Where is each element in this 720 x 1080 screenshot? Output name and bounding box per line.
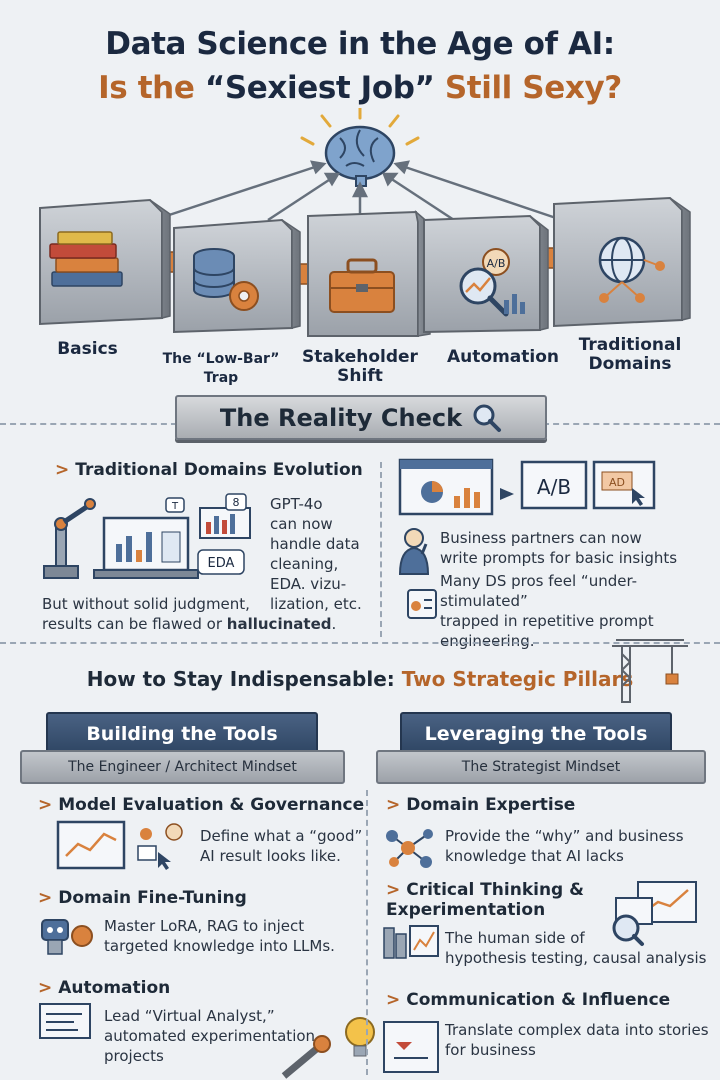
arrow-right-icon — [500, 488, 514, 500]
block-label-low-bar: The “Low-Bar” Trap — [162, 351, 280, 386]
eight-chat-icon — [225, 493, 247, 511]
stone-blocks-row: A/B — [39, 196, 691, 337]
fine-tuning-robot-icon — [41, 919, 93, 955]
pillars-heading-a: How to Stay Indispensable: — [86, 667, 402, 691]
fine-tuning-text: Master LoRA, RAG to inject targeted know… — [104, 917, 335, 955]
database-gear-icon — [193, 248, 259, 311]
pros-text: Many DS pros feel “under-stimulated” tra… — [440, 572, 654, 650]
heading-caret: > — [386, 990, 401, 1010]
engineer-mindset-label: The Engineer / Architect Mindset — [20, 750, 345, 784]
network-nodes-icon — [386, 829, 433, 868]
stakeholder-illustration: A/B AD — [398, 458, 656, 619]
block-label-traditional: Traditional Domains — [578, 335, 682, 374]
brain-rays — [300, 108, 420, 146]
communication-heading-text: Communication & Influence — [406, 990, 671, 1010]
automation-heading: >Automation — [38, 978, 170, 998]
lab-flask-icon — [383, 925, 439, 959]
chart-card-icon — [199, 507, 251, 539]
reality-vertical-divider — [380, 462, 382, 637]
heading-caret: > — [38, 795, 53, 815]
warning-bold: hallucinated — [226, 615, 332, 633]
domain-expertise-text: Provide the “why” and business knowledge… — [445, 827, 684, 865]
subtitle-mid: “Sexiest Job” — [204, 70, 435, 106]
pillars-vertical-divider — [366, 790, 368, 1075]
page-title: Data Science in the Age of AI: — [105, 26, 615, 62]
leveraging-tools-banner: Leveraging the Tools — [400, 712, 672, 756]
brain-icon — [324, 125, 396, 187]
lightbulb-icon — [345, 1017, 375, 1057]
magnifier-ab-icon: A/B — [459, 248, 525, 317]
domain-expertise-heading: >Domain Expertise — [386, 795, 575, 815]
ad-label: AD — [609, 476, 625, 489]
robot-arm-icon — [43, 498, 96, 579]
warning-pre: But without solid judgment, results can … — [42, 595, 250, 633]
communication-text: Translate complex data into stories for … — [445, 1021, 709, 1059]
subtitle-post: Still Sexy? — [434, 70, 622, 106]
experiment-screen-icon — [612, 881, 697, 946]
ai-workstation-illustration: T 8 EDA — [43, 493, 251, 579]
pillars-heading-b: Two Strategic Pillars — [401, 667, 634, 691]
warning-text: But without solid judgment, results can … — [42, 594, 372, 634]
block-label-automation: Automation — [447, 347, 559, 367]
automation-heading-text: Automation — [58, 978, 171, 998]
block-label-stakeholder: Stakeholder Shift — [302, 347, 418, 386]
block-label-basics: Basics — [57, 339, 118, 359]
t-label: T — [171, 501, 179, 512]
model-evaluation-heading: >Model Evaluation & Governance — [38, 795, 364, 815]
eda-label: EDA — [208, 556, 235, 571]
ab-label: A/B — [537, 475, 571, 499]
automation-arm-bulb-illustration — [281, 1017, 439, 1079]
toolbox-icon — [329, 258, 395, 313]
page-subtitle: Is the “Sexiest Job” Still Sexy? — [0, 70, 720, 106]
magnifier-icon — [473, 404, 502, 432]
critical-thinking-heading-text: Critical Thinking & Experimentation — [386, 880, 584, 920]
fine-tuning-heading-text: Domain Fine-Tuning — [58, 888, 247, 908]
globe-network-icon — [598, 236, 665, 303]
heading-caret: > — [386, 880, 401, 900]
eight-label: 8 — [233, 496, 240, 509]
building-tools-banner: Building the Tools — [46, 712, 318, 756]
heading-caret: > — [386, 795, 401, 815]
block-low-bar — [173, 218, 301, 334]
heading-caret: > — [55, 460, 70, 480]
automation-text: Lead “Virtual Analyst,” automated experi… — [104, 1007, 316, 1065]
pillars-heading: How to Stay Indispensable: Two Strategic… — [0, 667, 720, 691]
t-chat-icon — [165, 497, 185, 513]
fine-tuning-heading: >Domain Fine-Tuning — [38, 888, 247, 908]
heading-caret: > — [38, 978, 53, 998]
model-evaluation-text: Define what a “good” AI result looks lik… — [200, 827, 363, 865]
domain-expertise-heading-text: Domain Expertise — [406, 795, 576, 815]
virtual-analyst-screen-icon — [39, 1003, 91, 1039]
brain-arrows-diagram — [159, 108, 557, 222]
reality-check-banner: The Reality Check — [175, 395, 547, 440]
critical-thinking-text: The human side of hypothesis testing, ca… — [445, 929, 707, 967]
reality-check-label: The Reality Check — [219, 403, 463, 432]
report-screen-icon — [383, 1021, 439, 1073]
gpt-capability-text: GPT-4o can now handle data cleaning, EDA… — [270, 495, 362, 613]
critical-thinking-heading: >Critical Thinking & Experimentation — [386, 880, 584, 920]
ab-screen-icon: A/B — [520, 460, 588, 510]
eda-bubble-icon — [197, 549, 245, 575]
model-evaluation-heading-text: Model Evaluation & Governance — [58, 795, 365, 815]
traditional-domains-heading-text: Traditional Domains Evolution — [75, 460, 363, 480]
traditional-domains-heading: >Traditional Domains Evolution — [55, 460, 363, 480]
books-icon — [49, 231, 123, 287]
warning-post: . — [331, 615, 337, 633]
laptop-icon — [93, 516, 199, 579]
ad-screen-icon: AD — [592, 460, 656, 510]
pillars-divider — [0, 642, 720, 644]
communication-heading: >Communication & Influence — [386, 990, 670, 1010]
evaluation-screen-icon — [56, 820, 183, 870]
crane-icon — [612, 639, 688, 703]
prompt-doc-icon — [407, 589, 437, 619]
partners-text: Business partners can now write prompts … — [440, 529, 678, 567]
thinking-person-icon — [398, 528, 430, 575]
heading-caret: > — [38, 888, 53, 908]
dashboard-screen-icon — [398, 458, 494, 516]
svg-text:A/B: A/B — [487, 257, 506, 270]
robot-arm-icon — [281, 1035, 331, 1079]
strategist-mindset-label: The Strategist Mindset — [376, 750, 706, 784]
subtitle-pre: Is the — [98, 70, 205, 106]
